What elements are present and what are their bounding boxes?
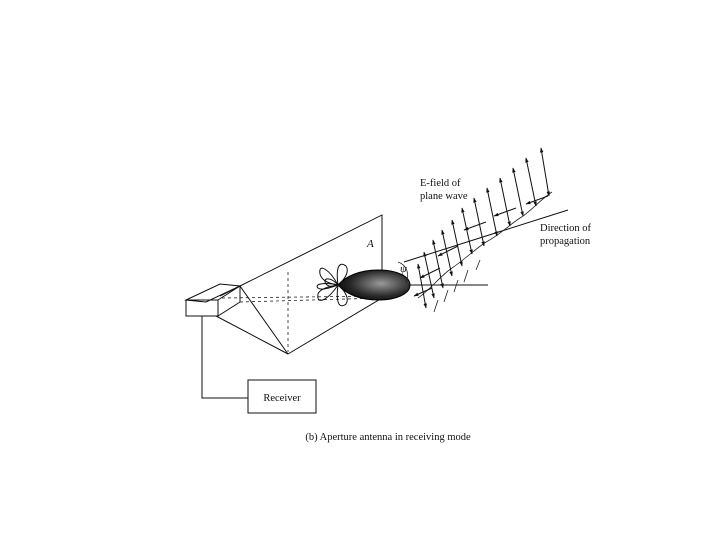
aperture-symbol: A <box>366 238 374 250</box>
efield-vector <box>451 219 463 267</box>
side-lobe <box>324 278 339 287</box>
figure-caption: (b) Aperture antenna in receiving mode <box>305 432 471 443</box>
propagation-arrow <box>419 267 441 279</box>
efield-vector <box>473 197 485 247</box>
side-lobe <box>317 284 340 301</box>
wavefront-curve <box>417 191 553 299</box>
waveguide-side-face <box>217 285 241 317</box>
efield-vector <box>499 177 511 227</box>
efield-label-line2: plane wave <box>420 191 468 202</box>
efield-vectors <box>417 147 550 313</box>
direction-label-line2: propagation <box>540 236 591 247</box>
efield-label-line1: E-field of <box>420 178 461 189</box>
propagation-arrow <box>493 207 517 217</box>
waveguide-top-face <box>184 283 242 303</box>
efield-vector-tail <box>463 269 469 283</box>
side-lobe <box>336 284 348 307</box>
receiver-cable <box>201 316 248 399</box>
direction-label: Direction of propagation <box>540 223 592 247</box>
efield-vector <box>461 207 473 255</box>
angle-arc <box>397 261 409 283</box>
efield-vector <box>525 157 537 207</box>
receiver-box: Receiver <box>247 379 317 414</box>
propagation-arrow <box>437 245 459 257</box>
angle-symbol: ψ <box>400 263 407 275</box>
efield-vector <box>486 187 498 237</box>
efield-vector-tail <box>443 289 449 303</box>
feed-waveguide <box>184 283 242 317</box>
radiation-pattern <box>316 263 411 307</box>
horn-bottom-edge <box>215 315 289 355</box>
waveguide-front-face <box>185 299 219 317</box>
efield-label: E-field of plane wave <box>420 178 468 202</box>
efield-vector-tail <box>433 299 439 313</box>
side-lobe <box>336 263 348 286</box>
side-lobe <box>316 283 340 290</box>
efield-vector <box>432 239 444 289</box>
receiver-label: Receiver <box>263 393 301 404</box>
direction-label-line1: Direction of <box>540 223 592 234</box>
efield-vector-tail <box>475 259 481 271</box>
efield-vector <box>441 229 453 277</box>
efield-vector-tail <box>453 279 459 293</box>
propagation-arrow <box>463 221 487 231</box>
efield-vector <box>512 167 524 217</box>
efield-vector <box>423 251 435 299</box>
efield-vector <box>417 263 427 309</box>
efield-vector <box>540 147 550 197</box>
propagation-arrow <box>525 195 549 205</box>
